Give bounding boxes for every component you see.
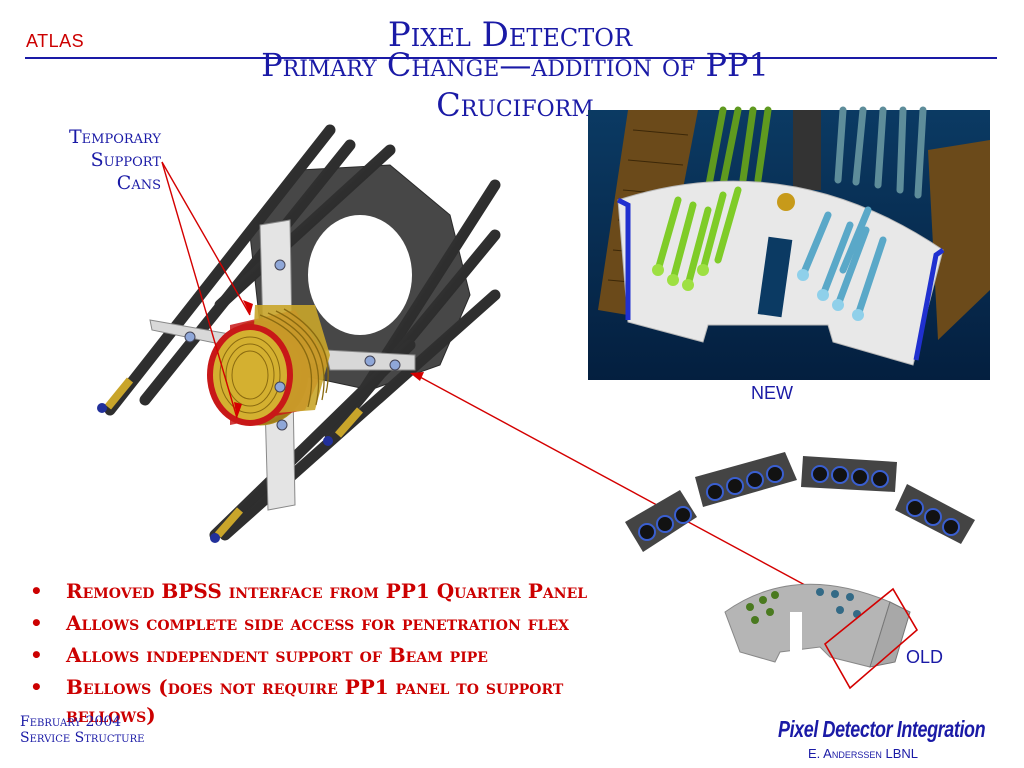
bullet-dot-icon: • xyxy=(30,643,43,667)
old-pp1-panel-image xyxy=(625,452,975,690)
bullet-text: Allows independent support of Beam pipe xyxy=(66,643,488,667)
footer-date: February 2004 Service Structure xyxy=(20,714,144,746)
slide-subtitle: Primary Change—addition of PP1 Cruciform xyxy=(150,45,880,125)
cruciform-assembly-image xyxy=(97,124,501,543)
bullet-item: • Allows complete side access for penetra… xyxy=(30,609,630,637)
footer-author: E. Anderssen LBNL xyxy=(808,746,918,761)
bullet-text: Removed BPSS interface from PP1 Quarter … xyxy=(66,579,588,603)
header-rule xyxy=(25,57,997,59)
bullet-dot-icon: • xyxy=(30,611,43,635)
new-pp1-panel-image xyxy=(588,106,990,380)
subtitle-line-1: Primary Change—addition of PP1 xyxy=(261,46,769,84)
slide-title: Pixel Detector xyxy=(387,15,633,55)
bullet-text: Bellows (does not require PP1 panel to s… xyxy=(66,675,564,727)
footer-date-text: February 2004 xyxy=(20,714,122,730)
footer-section-text: Service Structure xyxy=(20,730,145,746)
old-label: OLD xyxy=(906,647,944,667)
bullet-dot-icon: • xyxy=(30,675,43,699)
callout-temporary-support-cans: Temporary Support Cans xyxy=(30,126,161,195)
bullet-item: • Removed BPSS interface from PP1 Quarter… xyxy=(30,577,630,605)
callout-line-1: Temporary xyxy=(68,126,161,148)
bullet-dot-icon: • xyxy=(30,579,43,603)
bullet-item: • Allows independent support of Beam pipe xyxy=(30,641,630,669)
subtitle-line-2: Cruciform xyxy=(436,86,594,124)
callout-line-2: Support xyxy=(90,149,161,171)
bullet-list: • Removed BPSS interface from PP1 Quarter… xyxy=(30,577,630,733)
bullet-text: Allows complete side access for penetrat… xyxy=(66,611,570,635)
new-label: NEW xyxy=(751,383,793,403)
atlas-logo: ATLAS xyxy=(26,31,85,51)
bullet-item: • Bellows (does not require PP1 panel to … xyxy=(30,673,630,729)
footer-brand: Pixel Detector Integration xyxy=(778,716,986,742)
callout-line-3: Cans xyxy=(116,172,161,194)
